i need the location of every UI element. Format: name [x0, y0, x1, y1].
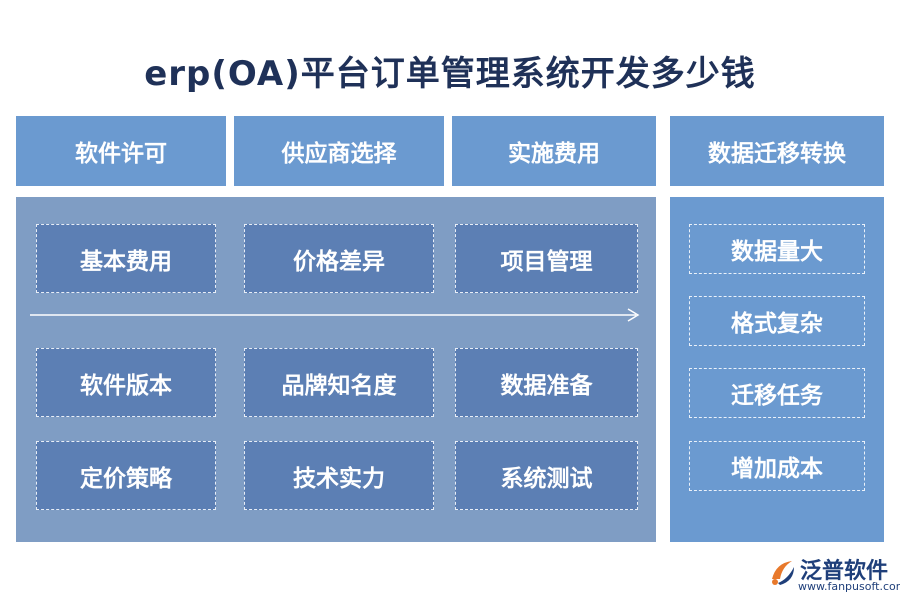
grid-item-basic-fee: 基本费用 — [36, 224, 216, 293]
page-title: erp(OA)平台订单管理系统开发多少钱 — [144, 54, 756, 94]
grid-item-brand-awareness: 品牌知名度 — [244, 348, 434, 417]
grid-item-software-version: 软件版本 — [36, 348, 216, 417]
grid-item-price-difference: 价格差异 — [244, 224, 434, 293]
right-panel — [670, 197, 884, 542]
right-item-increased-cost: 增加成本 — [689, 441, 865, 491]
right-arrow-icon — [30, 308, 640, 322]
header-vendor-selection: 供应商选择 — [234, 116, 444, 186]
header-implementation-cost: 实施费用 — [452, 116, 656, 186]
right-item-complex-format: 格式复杂 — [689, 296, 865, 346]
logo-url: www.fanpusoft.com — [798, 580, 900, 593]
header-data-migration: 数据迁移转换 — [670, 116, 884, 186]
grid-item-technical-strength: 技术实力 — [244, 441, 434, 510]
logo-name: 泛普软件 — [800, 559, 889, 584]
right-item-migration-task: 迁移任务 — [689, 368, 865, 418]
grid-item-data-preparation: 数据准备 — [455, 348, 638, 417]
right-item-large-data: 数据量大 — [689, 224, 865, 274]
grid-item-system-testing: 系统测试 — [455, 441, 638, 510]
grid-item-project-management: 项目管理 — [455, 224, 638, 293]
logo-mark-icon — [772, 561, 794, 585]
grid-item-pricing-strategy: 定价策略 — [36, 441, 216, 510]
brand-logo: 泛普软件 www.fanpusoft.com — [768, 553, 900, 597]
header-software-license: 软件许可 — [16, 116, 226, 186]
